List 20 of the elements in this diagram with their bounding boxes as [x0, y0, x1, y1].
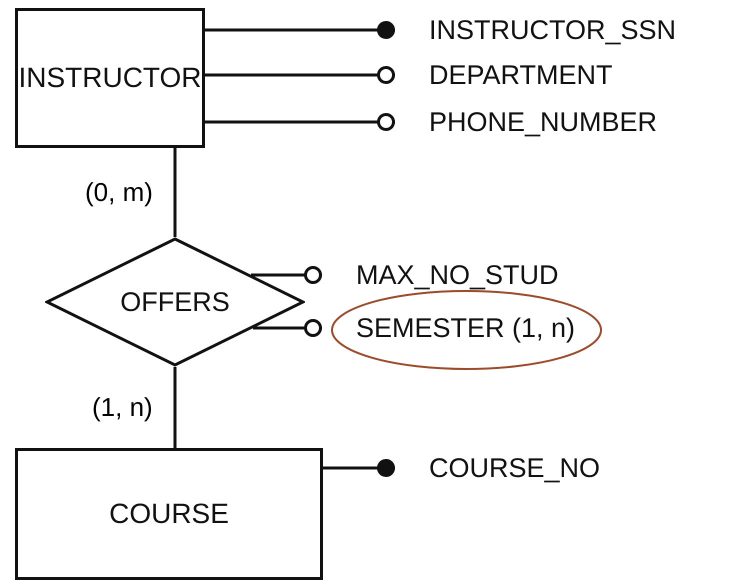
entity-box — [15, 8, 205, 148]
attribute-connector — [205, 21, 395, 39]
attribute-label: COURSE_NO — [395, 449, 600, 487]
relationship-diamond — [45, 237, 305, 367]
attribute-label: PHONE_NUMBER — [395, 103, 658, 141]
entity-name: INSTRUCTOR — [18, 62, 202, 94]
attribute-connector — [253, 319, 322, 337]
entity-name: COURSE — [109, 498, 229, 530]
entity-box — [15, 448, 323, 580]
attribute-label: SEMESTER (1, n) — [322, 309, 576, 347]
attribute-connector — [205, 66, 395, 84]
attribute-label: MAX_NO_STUD — [322, 256, 559, 294]
attribute-label: DEPARTMENT — [395, 56, 613, 94]
attribute-label: INSTRUCTOR_SSN — [395, 11, 676, 49]
relationship-line — [174, 367, 176, 448]
relationship-name: OFFERS — [120, 286, 230, 318]
attribute-connector — [251, 266, 322, 284]
relationship-line — [174, 148, 176, 237]
attribute-connector — [205, 113, 395, 131]
attribute-connector — [323, 459, 395, 477]
